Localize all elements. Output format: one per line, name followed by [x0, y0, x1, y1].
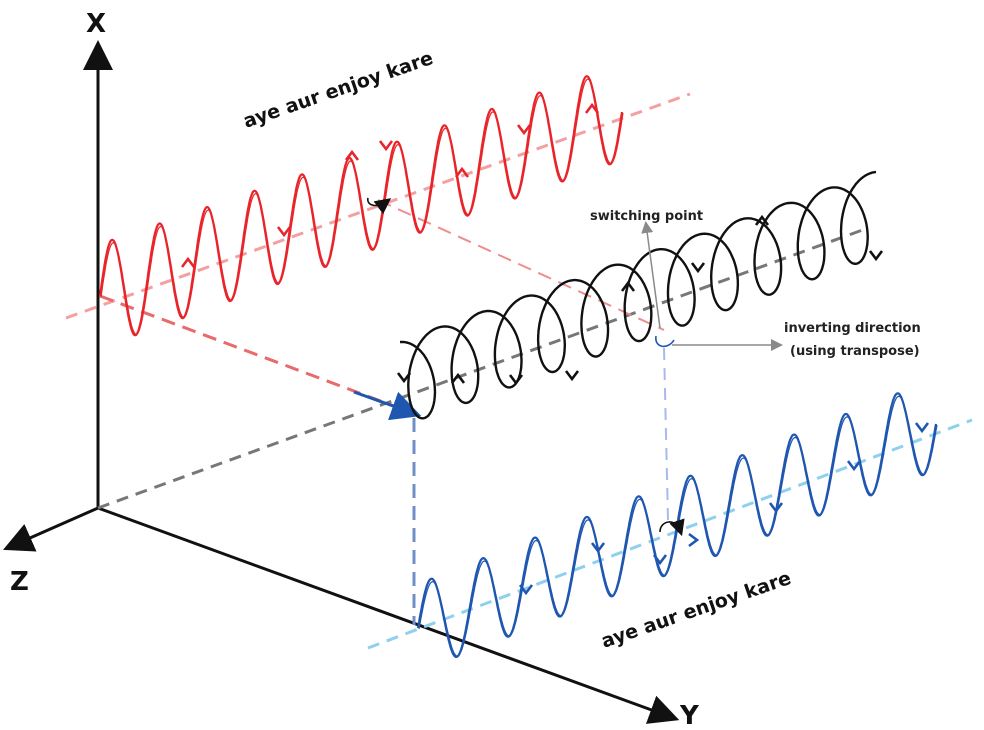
blue-start-arrow: [353, 390, 422, 421]
red-sine-wave: [98, 75, 624, 337]
red-wave-path-shadow: [100, 78, 624, 335]
red-direction-marker-2: [276, 226, 292, 238]
helix-direction-marker-4: [564, 370, 580, 382]
helix-axis: [97, 226, 869, 510]
inverting-direction-annotation: inverting direction (using transpose): [672, 321, 921, 359]
helix-direction-marker-8: [868, 250, 884, 262]
x-axis-label: X: [86, 9, 106, 39]
blue-direction-marker-1: [518, 584, 534, 596]
switching-point-label: switching point: [590, 209, 703, 224]
switch-loop-top: [367, 197, 392, 215]
guide-lines: [65, 92, 973, 650]
helix-coil-path: [399, 170, 877, 420]
inverting-direction-label: inverting direction: [784, 321, 921, 336]
inverting-direction-sublabel: (using transpose): [790, 344, 920, 359]
switch-loop-bottom: [659, 518, 685, 537]
y-axis-label: Y: [679, 701, 700, 730]
red-direction-marker-4: [378, 140, 394, 152]
helix-direction-marker-3: [508, 374, 524, 386]
red-direction-marker-5: [454, 166, 470, 178]
bottom-wave-caption: aye aur enjoy kare: [598, 567, 793, 653]
blue-projection-switch: [663, 347, 669, 521]
blue-direction-marker-6: [846, 460, 862, 472]
red-direction-marker-7: [584, 102, 600, 114]
helix-direction-marker-6: [690, 262, 706, 274]
red-direction-marker-6: [516, 124, 532, 136]
black-helix: [396, 170, 884, 420]
blue-direction-marker-5: [768, 502, 784, 514]
red-wave-path: [98, 75, 624, 337]
blue-direction-marker-7: [914, 422, 930, 434]
helix-direction-marker-2: [450, 372, 466, 384]
helix-direction-marker-1: [396, 372, 412, 384]
blue-direction-marker-4: [688, 532, 700, 548]
y-axis: [97, 506, 680, 724]
switching-point-annotation: switching point: [590, 209, 703, 329]
switch-loop-middle: [655, 335, 675, 348]
blue-direction-marker-2: [590, 542, 606, 554]
z-axis-label: Z: [10, 567, 29, 597]
top-wave-caption: aye aur enjoy kare: [240, 47, 435, 133]
red-direction-marker-1: [180, 256, 196, 268]
axes: X Z Y: [3, 9, 700, 730]
red-direction-marker-3: [344, 149, 360, 161]
helix-direction-marker-7: [754, 214, 770, 226]
blue-direction-marker-3: [652, 554, 668, 566]
helix-direction-marker-5: [620, 280, 636, 292]
z-axis: [3, 506, 99, 552]
